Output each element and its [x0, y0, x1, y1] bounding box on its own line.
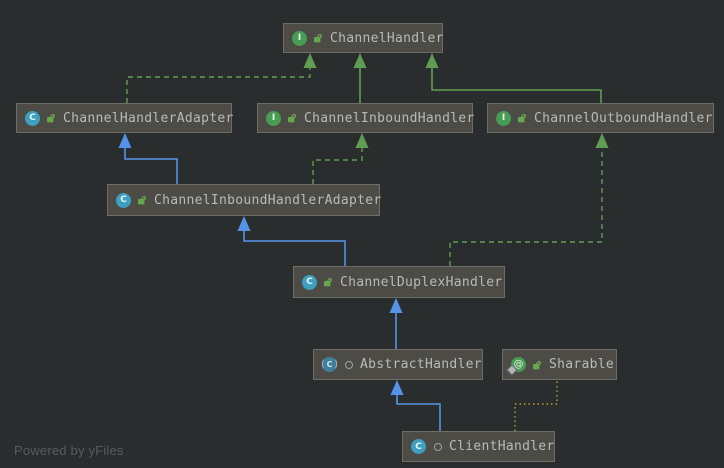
yfiles-watermark: Powered by yFiles [14, 443, 124, 458]
node-channelhandler[interactable]: I ChannelHandler [283, 23, 443, 53]
node-label: ChannelOutboundHandler [534, 110, 713, 126]
abstract-class-icon: C [321, 357, 338, 372]
edge-channelinboundhandler-extends-channelhandler[interactable] [353, 53, 367, 103]
class-icon: C [302, 274, 317, 290]
edge-abstracthandler-extends-channelduplexhandler[interactable] [389, 298, 403, 349]
edge-channelinboundhandleradapter-extends-channelhandleradapter[interactable] [118, 133, 178, 184]
node-channeloutboundhandler[interactable]: I ChannelOutboundHandler [487, 103, 714, 133]
node-sharable[interactable]: @ Sharable [502, 349, 617, 380]
node-channelhandleradapter[interactable]: C ChannelHandlerAdapter [16, 103, 234, 133]
node-channelduplexhandler[interactable]: C ChannelDuplexHandler [293, 266, 505, 298]
package-private-icon [432, 441, 443, 453]
public-lock-icon [46, 112, 57, 124]
public-lock-icon [323, 276, 334, 288]
node-label: ChannelInboundHandlerAdapter [154, 192, 382, 208]
node-abstracthandler[interactable]: C AbstractHandler [313, 349, 483, 380]
public-lock-icon [313, 32, 324, 44]
edge-channeloutboundhandler-extends-channelhandler[interactable] [425, 53, 602, 103]
public-lock-icon [517, 112, 528, 124]
edge-channelinboundhandleradapter-implements-channelinboundhandler[interactable] [312, 133, 369, 184]
edge-channelduplexhandler-extends-channelinboundhandleradapter[interactable] [237, 216, 346, 266]
edge-clienthandler-extends-abstracthandler[interactable] [390, 380, 441, 431]
package-private-icon [343, 359, 354, 371]
node-label: ChannelHandler [330, 30, 444, 46]
interface-icon: I [496, 110, 511, 126]
node-clienthandler[interactable]: C ClientHandler [402, 431, 555, 462]
node-channelinboundhandleradapter[interactable]: C ChannelInboundHandlerAdapter [107, 184, 382, 216]
edge-channelduplexhandler-implements-channeloutboundhandler[interactable] [449, 133, 609, 266]
annotation-icon: @ [506, 357, 526, 376]
edge-channelhandleradapter-implements-channelhandler[interactable] [126, 53, 317, 103]
interface-icon: I [266, 110, 281, 126]
public-lock-icon [137, 194, 148, 206]
public-lock-icon [287, 112, 298, 124]
class-icon: C [25, 110, 40, 126]
node-label: AbstractHandler [360, 357, 482, 372]
node-label: ClientHandler [449, 439, 555, 454]
node-label: Sharable [549, 357, 615, 372]
node-channelinboundhandler[interactable]: I ChannelInboundHandler [257, 103, 475, 133]
class-icon: C [411, 439, 426, 454]
node-label: ChannelDuplexHandler [340, 274, 503, 290]
interface-icon: I [292, 30, 307, 46]
public-lock-icon [532, 359, 543, 371]
class-icon: C [116, 192, 131, 208]
edge-clienthandler-annotation-sharable[interactable] [514, 380, 558, 431]
node-label: ChannelHandlerAdapter [63, 110, 234, 126]
node-label: ChannelInboundHandler [304, 110, 475, 126]
static-marker-icon [506, 364, 518, 376]
